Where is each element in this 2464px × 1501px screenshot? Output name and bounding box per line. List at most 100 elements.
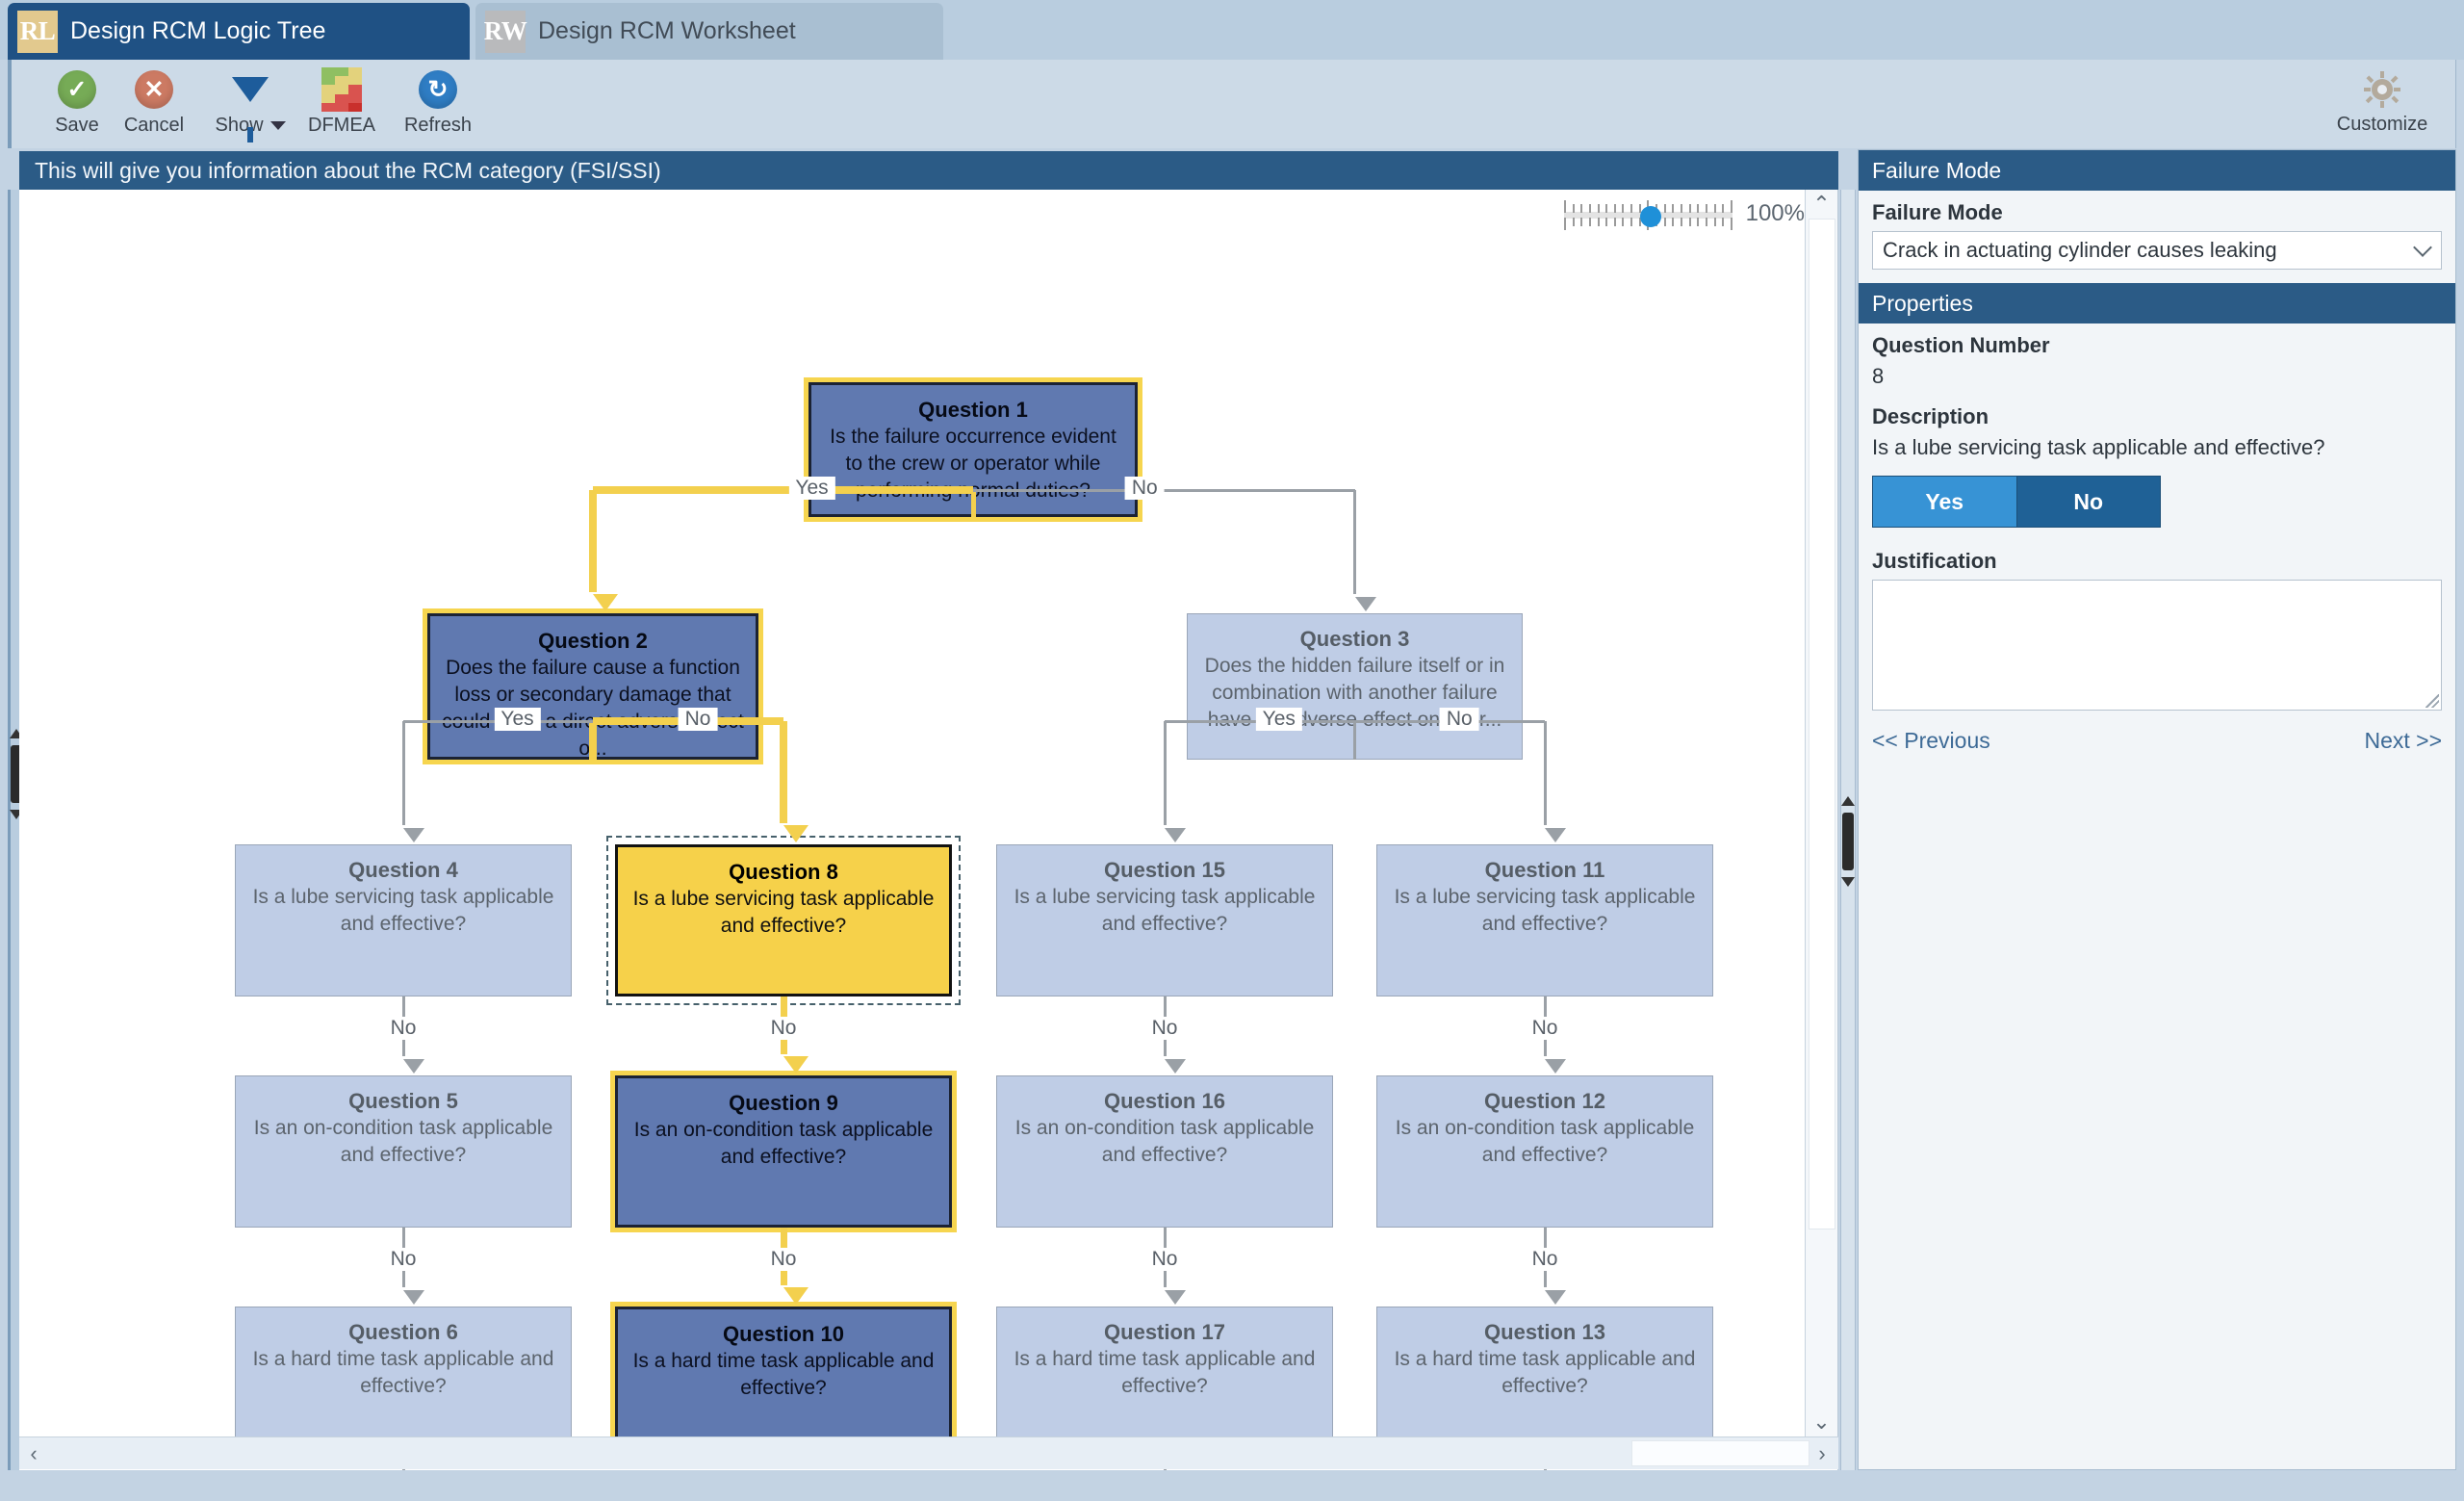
edge-label-q3-yes: Yes [1255,708,1302,731]
matrix-cell [321,93,335,103]
scroll-right-icon[interactable]: › [1818,1440,1826,1465]
tree-node-title: Question 6 [348,1320,458,1344]
scroll-left-icon[interactable]: ‹ [30,1440,38,1465]
justification-label: Justification [1872,549,1997,573]
vertical-scroll-thumb[interactable] [1809,219,1835,1229]
failure-mode-select[interactable]: Crack in actuating cylinder causes leaki… [1872,231,2442,270]
zoom-tick [1605,218,1608,226]
dfmea-button[interactable]: DFMEA [295,67,388,137]
tree-node-description: Is a lube servicing task applicable and … [1394,886,1696,935]
zoom-tick [1630,218,1633,226]
zoom-tick [1622,218,1625,226]
previous-link[interactable]: << Previous [1872,728,1990,753]
refresh-button[interactable]: ↻ Refresh [392,67,484,137]
edge-label-q11-no: No [1525,1017,1565,1040]
right-splitter-grip[interactable] [1841,796,1855,887]
chevron-down-icon[interactable] [270,121,286,130]
left-splitter[interactable] [8,190,23,1470]
zoom-tick [1697,218,1700,226]
next-link[interactable]: Next >> [2364,728,2442,753]
connector-arrow [1354,597,1376,611]
tab-design-rcm-logic-tree[interactable]: RL Design RCM Logic Tree [8,3,470,60]
panel-navigation: << Previous Next >> [1872,728,2442,754]
scroll-up-icon[interactable]: ⌃ [1812,192,1831,216]
cancel-button[interactable]: ✕ Cancel [108,67,200,137]
tree-node-title: Question 4 [348,858,458,882]
chevron-down-icon[interactable] [2413,238,2432,257]
tree-node-title: Question 17 [1104,1320,1225,1344]
connector-arrow [593,594,618,611]
justification-textarea[interactable] [1872,580,2442,711]
edge-label-q1-no: No [1124,477,1165,500]
tree-node-title: Question 2 [538,629,648,653]
zoom-slider-handle[interactable] [1640,206,1661,227]
zoom-tick [1688,218,1691,226]
tree-node-description: Is a hard time task applicable and effec… [1014,1348,1316,1397]
connector-arrow [403,1059,424,1074]
zoom-tick [1597,218,1600,226]
zoom-tick [1688,204,1691,213]
triangle-up-icon [9,729,23,738]
zoom-tick [1638,204,1641,213]
right-splitter[interactable] [1840,190,1856,1470]
grip-bar [1842,813,1854,870]
tab-design-rcm-worksheet[interactable]: RW Design RCM Worksheet [475,3,943,60]
connector-arrow [1545,1290,1566,1305]
zoom-tick [1730,200,1732,213]
zoom-slider[interactable] [1564,193,1732,235]
edge-label-q8-no: No [763,1017,804,1040]
canvas-horizontal-scrollbar[interactable]: ‹ › [19,1436,1838,1469]
tree-node-title: Question 15 [1104,858,1225,882]
save-button[interactable]: ✓ Save [31,67,123,137]
tree-node-description: Is an on-condition task applicable and e… [253,1117,553,1166]
dfmea-button-label: DFMEA [308,115,375,136]
matrix-cell [321,76,335,86]
connector-arrow [783,1287,808,1305]
tab-badge-rl: RL [17,10,58,53]
description-value: Is a lube servicing task applicable and … [1872,435,2325,459]
no-button[interactable]: No [2016,477,2160,527]
yes-no-toggle[interactable]: Yes No [1872,476,2161,528]
scroll-down-icon[interactable]: ⌄ [1812,1410,1831,1434]
zoom-tick [1730,218,1732,230]
horizontal-scroll-thumb[interactable] [1631,1440,1810,1466]
zoom-tick [1580,204,1583,213]
yes-button[interactable]: Yes [1873,477,2017,527]
connector-line [1353,490,1356,594]
connector-line [1163,721,1167,825]
matrix-cell [348,102,362,112]
show-button[interactable]: Show [204,67,296,142]
tree-node-title: Question 9 [729,1091,838,1115]
canvas-vertical-scrollbar[interactable]: ⌃ ⌄ [1805,190,1837,1436]
properties-panel: Failure Mode Failure Mode Crack in actua… [1858,149,2456,1470]
tree-node-q17[interactable]: Question 17 Is a hard time task applicabl… [996,1307,1333,1459]
customize-button[interactable]: Customize [2324,67,2440,136]
zoom-control[interactable]: 100% [1564,191,1805,237]
zoom-tick [1572,204,1575,213]
description-label: Description [1872,404,1989,428]
edge-label-q1-yes: Yes [788,477,835,500]
cancel-button-label: Cancel [123,115,185,136]
matrix-cell [348,93,362,103]
tab-badge-rw: RW [484,10,527,53]
zoom-tick [1564,218,1566,230]
left-splitter-grip[interactable] [9,729,23,819]
gear-icon [2363,67,2401,112]
tree-node-description: Is an on-condition task applicable and e… [1395,1117,1695,1166]
failure-mode-selected-value: Crack in actuating cylinder causes leaki… [1883,238,2277,262]
resize-handle-icon[interactable] [2426,694,2439,708]
